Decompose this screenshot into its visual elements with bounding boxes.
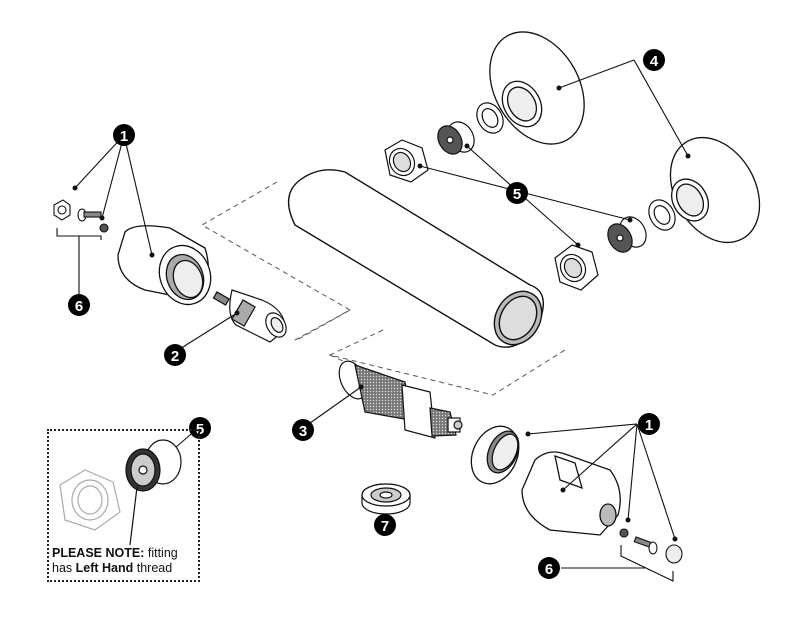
note-left-hand: Left Hand [75, 561, 134, 575]
note-inset-fitting [125, 439, 182, 546]
svg-text:1: 1 [645, 417, 653, 434]
note-inset-nut [59, 469, 121, 531]
svg-text:6: 6 [75, 298, 83, 315]
callout-1-right: 1 [638, 413, 660, 435]
callout-6-right: 6 [538, 557, 560, 579]
callout-4: 4 [643, 49, 665, 71]
fitting-right [607, 216, 647, 253]
leader-dots [72, 85, 691, 542]
callout-6-left: 6 [68, 294, 90, 316]
note-text-2b: thread [133, 561, 173, 575]
callout-1-left: 1 [113, 124, 135, 146]
svg-text:2: 2 [171, 348, 179, 365]
assembly-guide-lines [200, 181, 566, 396]
svg-text:6: 6 [545, 561, 553, 578]
svg-text:1: 1 [120, 128, 128, 145]
thermostatic-cartridge [338, 360, 463, 439]
fitting-upper [437, 121, 475, 155]
callout-2: 2 [164, 344, 186, 366]
callout-5: 5 [506, 182, 528, 204]
note-box [47, 429, 200, 582]
note-text-1: fitting [144, 546, 178, 560]
valve-body [287, 169, 544, 348]
filter-washer [361, 483, 411, 515]
note-prefix: PLEASE NOTE: [52, 546, 145, 560]
flow-cartridge [212, 289, 287, 343]
washer-upper [476, 102, 504, 134]
callout-5-note: 5 [189, 417, 211, 439]
svg-text:5: 5 [196, 421, 204, 438]
note-text-2a: has [52, 561, 76, 575]
svg-text:4: 4 [650, 53, 659, 70]
shroud-ring [470, 425, 520, 485]
wall-flange-left [489, 31, 585, 145]
handle-left [117, 225, 212, 306]
wall-flange-right [669, 136, 761, 244]
nut-right [554, 244, 599, 291]
left-hand-thread-note: PLEASE NOTE: fitting has Left Hand threa… [52, 546, 202, 576]
screw-kit-right [619, 528, 683, 582]
callout-3: 3 [292, 419, 314, 441]
leader-lines [74, 59, 689, 569]
nut-upper [384, 139, 429, 183]
svg-text:5: 5 [513, 186, 521, 203]
washer-right [648, 199, 676, 231]
svg-text:3: 3 [299, 423, 307, 440]
screw-kit-left [53, 199, 109, 240]
callout-7: 7 [374, 514, 396, 536]
handle-right [521, 451, 621, 536]
svg-text:7: 7 [381, 518, 389, 535]
